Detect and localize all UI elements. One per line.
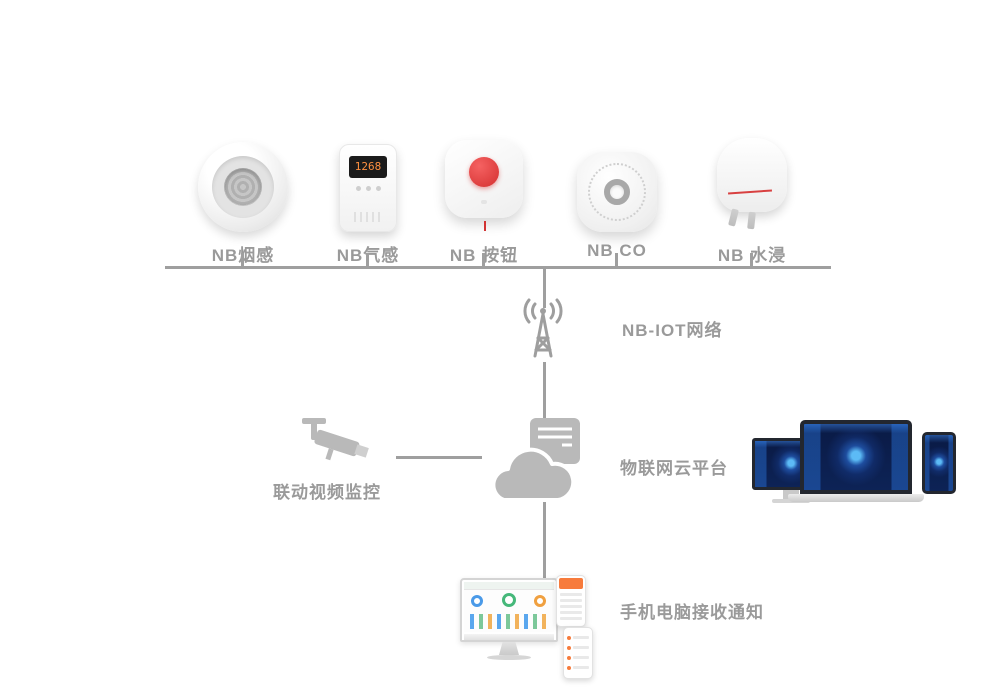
co-label: NB CO [587,241,647,260]
gas-detector-display: 1268 [349,156,387,178]
dashboard-devices-cluster [752,416,958,516]
cloud-label: 物联网云平台 [620,459,728,478]
list-text-line [573,636,589,639]
radio-tower-svg [523,298,563,358]
donut-chart-orange [534,595,546,607]
list-bullet [567,636,571,640]
water-connector [750,253,753,266]
web-dashboard-screenshot [464,582,554,632]
panic-button-red-button [469,157,499,187]
gas-connector [366,253,369,266]
cloud-to-notification-line [543,502,546,578]
panic-button-icon [414,135,554,232]
app-text-line [560,605,582,608]
water-sensor-probe [728,208,739,227]
computer-screen [460,578,558,642]
gas-btn-dot [355,186,361,191]
phone-app-screenshot-2 [563,627,593,679]
monitor-chin [464,634,554,640]
panic-button-body [445,140,523,218]
list-text-line [573,666,589,669]
co-detector-icon [547,135,687,232]
list-text-line [573,646,589,649]
list-bullet [567,656,571,660]
network-to-cloud-line [543,362,546,418]
bus-to-network-line [543,266,546,308]
dashboard-header [464,582,554,590]
device-group-button: NB 按钮 [414,135,554,266]
cctv-camera-svg [302,418,369,461]
tablet-icon [922,432,956,494]
list-bullet [567,666,571,670]
app-text-line [560,599,582,602]
device-group-co: NB CO [547,135,687,261]
radio-tower-icon [511,298,575,362]
camera-to-cloud-line [396,456,482,459]
smoke-detector-icon [173,135,313,232]
donut-chart-green [502,593,516,607]
cctv-camera-icon [298,416,374,476]
list-bullet [567,646,571,650]
laptop-base [788,494,924,502]
gas-detector-buttons [340,186,396,191]
app-text-line [560,617,582,620]
smoke-detector-body [198,142,288,232]
bus-line [165,266,831,269]
panic-button-indicator [484,221,486,231]
cloud-server-svg [491,418,580,502]
notification-label: 手机电脑接收通知 [620,603,764,622]
gas-detector-icon: 1268 [298,135,438,232]
water-sensor-icon [682,135,822,232]
monitor-base [487,655,531,660]
donut-chart-blue [471,595,483,607]
app-text-line [560,611,582,614]
network-label: NB-IOT网络 [622,321,723,340]
device-group-gas: 1268 NB气感 [298,135,438,266]
smoke-detector-grille [224,168,262,206]
app-text-line [560,593,582,596]
bar-chart [470,614,550,629]
device-group-water: NB 水浸 [682,135,822,266]
device-group-smoke: NB烟感 [173,135,313,266]
dashboard-screen [925,435,953,491]
gas-detector-vent [354,212,382,222]
co-connector [615,253,618,266]
gas-detector-body: 1268 [339,144,397,232]
gas-btn-dot [375,186,381,191]
button-connector [482,253,485,266]
monitor-stand [499,642,519,655]
water-sensor-body [717,138,787,232]
gas-btn-dot [365,186,371,191]
list-text-line [573,656,589,659]
co-detector-body [577,152,657,232]
water-sensor-shell [717,138,787,212]
desktop-computer-icon [460,578,558,674]
co-detector-dot-ring [588,163,646,221]
co-detector-center [604,179,630,205]
panic-button-slot [481,200,487,204]
cloud-server-icon [486,414,584,508]
water-sensor-probe [747,211,756,230]
video-label: 联动视频监控 [273,483,381,502]
dashboard-screen [804,424,908,490]
phone-app-screenshot-1 [556,575,586,627]
laptop-icon [800,420,912,494]
app-header-orange [559,578,583,589]
smoke-connector [241,253,244,266]
